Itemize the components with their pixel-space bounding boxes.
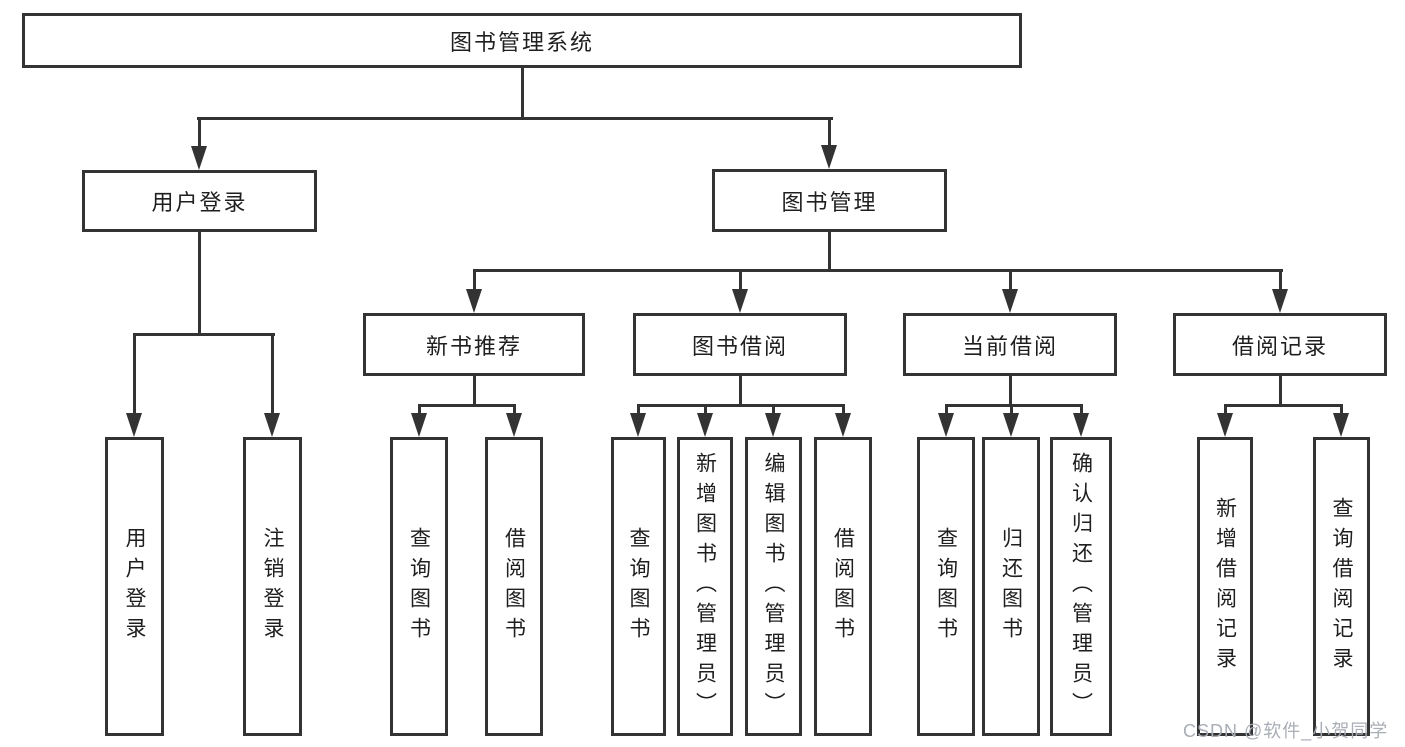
leaf-query-book-recommend: 查询图书 <box>390 437 448 736</box>
leaf-add-book-admin-label: 新增图书（管理员） <box>693 451 717 722</box>
connector-vline <box>841 404 845 415</box>
leaf-edit-book-admin: 编辑图书（管理员） <box>745 437 802 736</box>
arrow-down-icon <box>834 413 851 437</box>
arrow-down-icon <box>1001 289 1018 313</box>
arrow-down-icon <box>191 146 207 170</box>
leaf-borrow-book-recommend-label: 借阅图书 <box>502 526 526 647</box>
arrow-down-icon <box>731 289 748 313</box>
leaf-query-book-current: 查询图书 <box>917 437 975 736</box>
arrow-down-icon <box>1002 413 1019 437</box>
arrow-down-icon <box>765 413 781 437</box>
connector-vline <box>739 269 742 291</box>
leaf-query-book-current-label: 查询图书 <box>934 526 958 647</box>
arrow-down-icon <box>505 413 522 437</box>
arrow-down-icon <box>1333 413 1349 437</box>
arrow-down-icon <box>696 413 713 437</box>
leaf-query-borrow-record-label: 查询借阅记录 <box>1330 496 1353 677</box>
node-library-system: 图书管理系统 <box>22 13 1022 68</box>
leaf-logout-login-label: 注销登录 <box>261 526 284 647</box>
arrow-down-icon <box>264 413 280 437</box>
node-library-system-label: 图书管理系统 <box>449 29 594 55</box>
leaf-logout-login: 注销登录 <box>243 437 302 736</box>
node-user-login-label: 用户登录 <box>151 190 248 215</box>
connector-vline <box>944 404 948 415</box>
arrow-down-icon <box>1216 413 1233 437</box>
connector-hline <box>637 404 844 407</box>
leaf-return-book-label: 归还图书 <box>999 526 1023 647</box>
leaf-user-login-label: 用户登录 <box>123 526 146 647</box>
node-user-login: 用户登录 <box>82 170 317 232</box>
node-borrowing-records-label: 借阅记录 <box>1231 333 1328 359</box>
connector-vline <box>703 404 707 415</box>
connector-vline <box>1009 404 1013 415</box>
leaf-confirm-return-admin: 确认归还（管理员） <box>1050 437 1112 736</box>
node-borrowing-records: 借阅记录 <box>1173 313 1387 376</box>
node-book-borrowing: 图书借阅 <box>633 313 847 376</box>
connector-vline <box>1340 404 1343 415</box>
connector-vline <box>637 404 640 415</box>
leaf-edit-book-admin-label: 编辑图书（管理员） <box>762 451 785 722</box>
arrow-down-icon <box>410 413 427 437</box>
connector-vline <box>828 232 831 272</box>
connector-vline <box>1223 404 1227 415</box>
leaf-query-book-borrow: 查询图书 <box>611 437 666 736</box>
node-book-borrowing-label: 图书借阅 <box>691 333 788 359</box>
connector-vline <box>1009 269 1012 291</box>
leaf-user-login: 用户登录 <box>105 437 164 736</box>
connector-hline <box>473 269 1283 272</box>
leaf-borrow-book-borrow: 借阅图书 <box>814 437 872 736</box>
connector-hline <box>1223 404 1343 407</box>
arrow-down-icon <box>1271 289 1288 313</box>
arrow-down-icon <box>630 413 646 437</box>
connector-vline <box>1008 376 1012 406</box>
connector-vline <box>198 232 201 336</box>
leaf-add-borrow-record-label: 新增借阅记录 <box>1213 496 1237 677</box>
connector-vline <box>472 376 476 406</box>
leaf-query-book-recommend-label: 查询图书 <box>407 526 431 647</box>
arrow-down-icon <box>465 289 482 313</box>
connector-hline <box>944 404 1082 407</box>
connector-vline <box>198 117 201 148</box>
connector-hline <box>133 333 275 336</box>
leaf-return-book: 归还图书 <box>982 437 1040 736</box>
connector-vline <box>512 404 516 415</box>
leaf-add-book-admin: 新增图书（管理员） <box>677 437 733 736</box>
connector-vline <box>738 376 742 406</box>
node-new-book-recommendation-label: 新书推荐 <box>425 333 522 359</box>
watermark-text: CSDN @软件_小贺同学 <box>1183 721 1389 741</box>
leaf-query-book-borrow-label: 查询图书 <box>627 526 650 647</box>
node-book-management-label: 图书管理 <box>781 189 878 215</box>
leaf-add-borrow-record: 新增借阅记录 <box>1197 437 1253 736</box>
connector-vline <box>828 117 831 147</box>
connector-vline <box>521 68 524 118</box>
arrow-down-icon <box>937 413 954 437</box>
node-current-borrowing-label: 当前借阅 <box>961 333 1058 359</box>
connector-hline <box>417 404 516 407</box>
connector-vline <box>473 269 476 291</box>
connector-hline <box>197 117 833 120</box>
leaf-borrow-book-borrow-label: 借阅图书 <box>831 526 855 647</box>
connector-vline <box>1079 404 1083 415</box>
connector-vline <box>271 333 274 415</box>
node-book-management: 图书管理 <box>712 169 947 232</box>
leaf-query-borrow-record: 查询借阅记录 <box>1313 437 1370 736</box>
connector-vline <box>1278 376 1282 406</box>
leaf-confirm-return-admin-label: 确认归还（管理员） <box>1069 451 1093 722</box>
arrow-down-icon <box>1072 413 1089 437</box>
arrow-down-icon <box>821 145 837 169</box>
connector-vline <box>772 404 775 415</box>
connector-vline <box>417 404 421 415</box>
node-new-book-recommendation: 新书推荐 <box>363 313 585 376</box>
leaf-borrow-book-recommend: 借阅图书 <box>485 437 543 736</box>
node-current-borrowing: 当前借阅 <box>903 313 1117 376</box>
arrow-down-icon <box>126 413 142 437</box>
connector-vline <box>133 333 136 415</box>
connector-vline <box>1279 269 1282 291</box>
